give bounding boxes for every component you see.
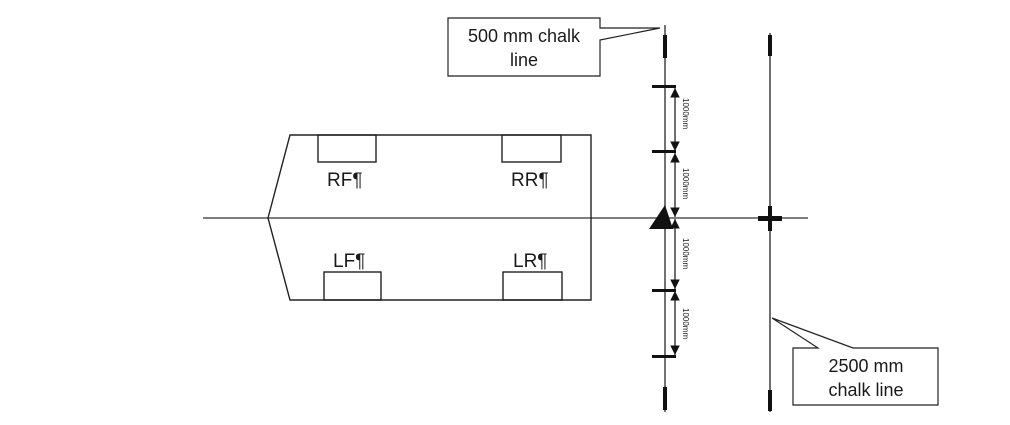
dimension-label-4: 1000mm xyxy=(681,308,690,339)
wheel-label-lr: LR¶ xyxy=(513,251,548,272)
wheel-label-rf: RF¶ xyxy=(327,170,363,191)
callout-2500mm: 2500 mm chalk line xyxy=(771,317,939,406)
tick-mark-3 xyxy=(652,289,676,292)
chalk-line-500-top-end xyxy=(663,35,667,58)
cross-marker-vertical xyxy=(768,206,772,231)
callout-2500mm-line1: 2500 mm xyxy=(828,356,903,376)
center-triangle-marker xyxy=(649,205,673,229)
callout-500mm-line2: line xyxy=(510,50,538,70)
wheel-lf xyxy=(323,271,382,301)
wheel-label-rr: RR¶ xyxy=(511,170,549,191)
chalk-line-500-bottom-end xyxy=(663,387,667,410)
wheel-rf xyxy=(317,134,377,163)
dimension-label-3: 1000mm xyxy=(681,238,690,269)
tick-mark-1 xyxy=(652,85,676,88)
dimension-label-1: 1000mm xyxy=(681,98,690,129)
wheel-lr xyxy=(502,271,563,301)
wheel-rr xyxy=(501,134,562,163)
callout-500mm: 500 mm chalk line xyxy=(447,17,661,77)
callout-2500mm-line2: chalk line xyxy=(828,380,903,400)
tick-mark-4 xyxy=(652,355,676,358)
wheel-label-lf: LF¶ xyxy=(333,251,365,272)
chalk-line-2500-bottom-end xyxy=(768,390,772,411)
dimension-label-2: 1000mm xyxy=(681,168,690,199)
tick-mark-2 xyxy=(652,150,676,153)
callout-500mm-line1: 500 mm chalk xyxy=(468,26,581,46)
chalk-line-2500-top-end xyxy=(768,35,772,56)
